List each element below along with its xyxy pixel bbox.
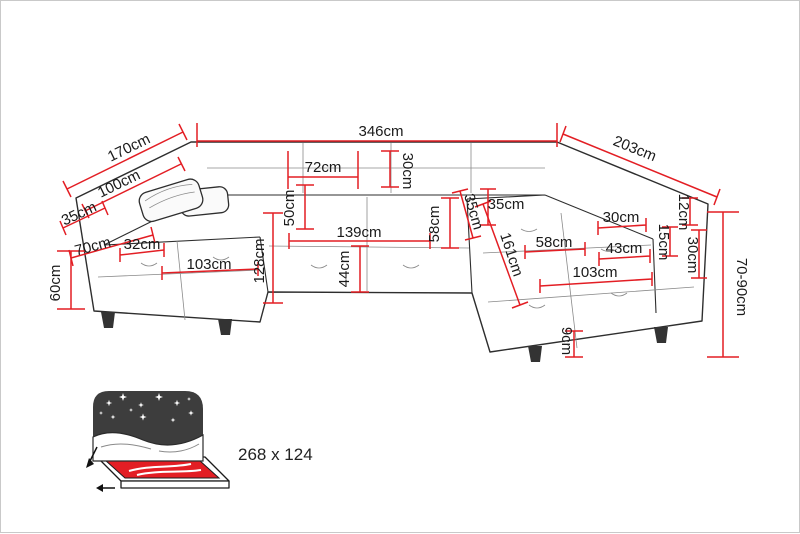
- dim-label-right-edge-top: 12cm: [675, 194, 692, 231]
- dim-line-seat-height: [57, 250, 85, 310]
- dim-label-backrest-depth: 50cm: [281, 190, 298, 227]
- pillow-graphic: [138, 178, 230, 223]
- dim-label-left-arm-front: 32cm: [124, 236, 161, 253]
- dim-line-right-armrest: [598, 249, 651, 266]
- dim-line-back-total: [196, 123, 558, 147]
- blanket-fold-lines: [100, 443, 200, 453]
- dim-line-right-edge-top: [682, 197, 698, 226]
- dim-label-right-side: 203cm: [611, 133, 659, 166]
- sofa-cushion-seams: [97, 143, 695, 349]
- dim-label-right-back-cushion: 35cm: [488, 196, 525, 213]
- dim-label-right-edge-mid: 15cm: [655, 224, 672, 261]
- dim-line-back-cushion-width: [287, 151, 359, 189]
- dim-label-right-armrest: 43cm: [606, 240, 643, 257]
- dim-label-overall-height: 70-90cm: [733, 258, 750, 316]
- bed-front-graphic: [120, 480, 230, 489]
- dim-line-left-chaise-length: [263, 212, 283, 304]
- dim-line-left-armrest: [59, 200, 109, 236]
- dim-label-leg-height: 9cm: [558, 327, 575, 355]
- sofa-top-view-drawing: [75, 141, 709, 362]
- sleeping-function-icon: [86, 391, 230, 492]
- dim-label-back-total: 346cm: [358, 123, 403, 140]
- sleeping-size-label: 268 x 124: [238, 445, 313, 464]
- unfold-arrow-icon: [86, 446, 115, 492]
- dim-label-front-seat-height: 44cm: [336, 251, 353, 288]
- dim-line-backrest-depth: [296, 184, 314, 230]
- dim-line-right-seat-width: [524, 242, 586, 259]
- dim-label-right-chaise-width: 103cm: [572, 264, 617, 281]
- sofa-tufting-marks: [140, 228, 628, 309]
- dim-line-right-chaise-width: [539, 272, 653, 293]
- dim-line-right-chaise-length: [474, 200, 529, 309]
- dim-label-back-cushion-width: 72cm: [305, 159, 342, 176]
- dim-label-left-chaise-width: 103cm: [186, 256, 231, 273]
- dim-line-left-arm-front: [119, 243, 165, 262]
- dim-label-center-seat-width: 139cm: [336, 224, 381, 241]
- dim-label-back-cushion-height: 30cm: [399, 153, 416, 190]
- dim-label-right-back-width: 30cm: [603, 209, 640, 226]
- dimension-lines: [57, 123, 739, 358]
- dim-label-left-side: 170cm: [105, 130, 153, 165]
- dim-line-overall-height: [707, 211, 739, 358]
- dim-line-right-edge-mid: [662, 226, 678, 257]
- dim-line-left-chaise-width: [161, 262, 259, 280]
- dim-label-right-edge-bottom: 30cm: [684, 237, 701, 274]
- dim-line-back-cushion-height: [381, 150, 399, 188]
- mattress-graphic: [103, 459, 221, 479]
- blanket-graphic: [92, 431, 204, 462]
- dim-line-right-side: [559, 125, 721, 206]
- dim-line-center-seat-depth: [441, 197, 459, 249]
- dim-label-right-seat-width: 58cm: [536, 234, 573, 251]
- dim-line-right-edge-bottom: [691, 229, 707, 279]
- dim-line-leg-height: [565, 330, 583, 358]
- dim-line-front-seat-height: [351, 245, 369, 293]
- dim-line-right-inner-arm: [451, 188, 482, 241]
- mattress-fold-lines: [128, 463, 202, 476]
- dim-label-center-seat-depth: 58cm: [426, 206, 443, 243]
- dim-line-right-back-width: [597, 218, 647, 235]
- dim-label-left-chaise-length: 128cm: [251, 238, 268, 283]
- dim-line-center-seat-width: [288, 233, 431, 249]
- dim-label-seat-height: 60cm: [47, 265, 64, 302]
- dim-line-left-side: [62, 123, 188, 198]
